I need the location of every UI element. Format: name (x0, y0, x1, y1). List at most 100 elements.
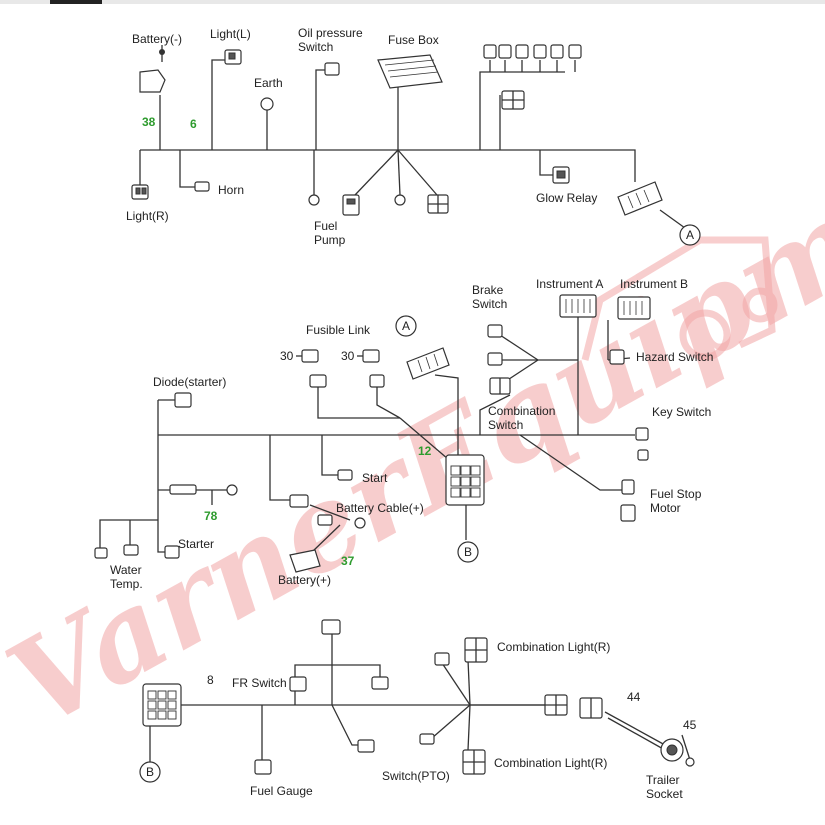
glow-relay (552, 166, 570, 184)
combination-switch-label-2: Switch (488, 418, 523, 432)
battery-cable-label: Battery Cable(+) (336, 501, 424, 515)
fr-switch-connector (289, 676, 307, 692)
light-r-connector (131, 184, 149, 200)
trailer-plug-connector (579, 697, 603, 719)
wire-number-37: 37 (341, 554, 355, 568)
wire-number-45: 45 (683, 718, 697, 732)
diode-78 (169, 484, 238, 496)
trailer-socket-bolt (685, 757, 695, 767)
fusible-link-connector-2 (357, 349, 380, 363)
switch-pto-label: Switch(PTO) (382, 769, 450, 783)
fusible-link-label: Fusible Link (306, 323, 371, 337)
water-temp-label: Water (110, 563, 142, 577)
top-harness (139, 45, 686, 229)
hazard-switch-label: Hazard Switch (636, 350, 713, 364)
fusible-link-connector-1 (296, 349, 319, 363)
wire-number-12: 12 (418, 444, 432, 458)
trailer-socket-label: Trailer (646, 773, 680, 787)
wire-number-30a: 30 (280, 349, 294, 363)
watermark-truck (581, 236, 778, 361)
connector-a-top-label: A (686, 228, 694, 242)
horn-connector (194, 181, 210, 192)
trailer-socket (660, 738, 684, 762)
fr-switch-top-connector (321, 619, 341, 635)
fusible-link-lower-1 (309, 374, 327, 388)
fuel-pump-label-2: Pump (314, 233, 346, 247)
earth-terminal (260, 97, 274, 111)
instrument-b-label: Instrument B (620, 277, 688, 291)
fr-switch-right-connector (371, 676, 389, 690)
connector-a-middle-label: A (402, 319, 410, 333)
connector-b-bottom-label: B (146, 765, 154, 779)
light-r-label: Light(R) (126, 209, 169, 223)
light-l-label: Light(L) (210, 27, 251, 41)
water-temp-label-2: Temp. (110, 577, 143, 591)
connector-a-middle (406, 347, 450, 380)
switch-pto-connector (357, 739, 375, 753)
combination-switch-label: Combination (488, 404, 555, 418)
water-temp-connectors (94, 544, 139, 559)
brake-switch-label-2: Switch (472, 297, 507, 311)
wire-number-8: 8 (207, 673, 214, 687)
fuel-stop-motor-connectors (620, 479, 636, 522)
combination-light-r-top-connector (464, 637, 488, 663)
horn-label: Horn (218, 183, 244, 197)
relay-block (501, 90, 525, 110)
starter-label: Starter (178, 537, 214, 551)
starter-connector (164, 545, 180, 559)
battery-neg-connector (139, 49, 166, 93)
pto-junction-connector (419, 733, 435, 745)
connector-a-top (617, 181, 663, 216)
key-switch-label: Key Switch (652, 405, 711, 419)
instrument-b-connector (617, 296, 651, 320)
battery-neg-label: Battery(-) (132, 32, 182, 46)
connector-a-middle-marker (395, 315, 417, 337)
battery-cable-connectors (289, 494, 366, 529)
fuel-pump-label: Fuel (314, 219, 337, 233)
earth-label: Earth (254, 76, 283, 90)
connector-b-middle-marker (457, 541, 479, 563)
relay-connectors (483, 44, 582, 59)
combination-light-r-bottom-label: Combination Light(R) (494, 756, 607, 770)
brake-switch-connector (487, 324, 503, 338)
battery-pos-connector (289, 549, 321, 573)
fuse-box-connector-right (427, 194, 449, 214)
wire-number-78: 78 (204, 509, 218, 523)
oil-pressure-switch-connector (324, 62, 340, 76)
fuel-pump-terminal (308, 194, 320, 206)
oil-pressure-switch-label-2: Switch (298, 40, 333, 54)
fusible-link-lower-2 (369, 374, 385, 388)
combination-switch-connector (489, 377, 511, 395)
combination-light-r-bottom-connector (462, 749, 486, 775)
connector-b-middle (445, 454, 485, 506)
combination-light-r-top-label: Combination Light(R) (497, 640, 610, 654)
diode-starter-label: Diode(starter) (153, 375, 226, 389)
top-border (0, 0, 825, 4)
wire-number-30b: 30 (341, 349, 355, 363)
middle-switch-connector (487, 352, 503, 366)
diode-starter-connector (174, 392, 192, 408)
wire-number-44: 44 (627, 690, 641, 704)
wire-number-38: 38 (142, 115, 156, 129)
instrument-a-connector (559, 294, 597, 318)
instrument-a-label: Instrument A (536, 277, 603, 291)
start-connector (337, 469, 353, 481)
trailer-junction-connector (544, 694, 568, 716)
connector-b-bottom-marker (139, 761, 161, 783)
key-switch-connector (635, 427, 649, 461)
connector-b-middle-label: B (464, 545, 472, 559)
trailer-socket-label-2: Socket (646, 787, 683, 801)
brake-switch-label: Brake (472, 283, 504, 297)
start-label: Start (362, 471, 388, 485)
fuel-stop-motor-label-2: Motor (650, 501, 681, 515)
wire-number-6: 6 (190, 117, 197, 131)
fuse-box-terminal (394, 194, 406, 206)
top-border-accent (50, 0, 102, 4)
hazard-switch-connector (609, 349, 625, 365)
top-junction-small-connector (434, 652, 450, 666)
fr-switch-label: FR Switch (232, 676, 287, 690)
light-l-connector (224, 49, 242, 65)
connector-a-top-marker (679, 224, 701, 246)
fuel-stop-motor-label: Fuel Stop (650, 487, 702, 501)
